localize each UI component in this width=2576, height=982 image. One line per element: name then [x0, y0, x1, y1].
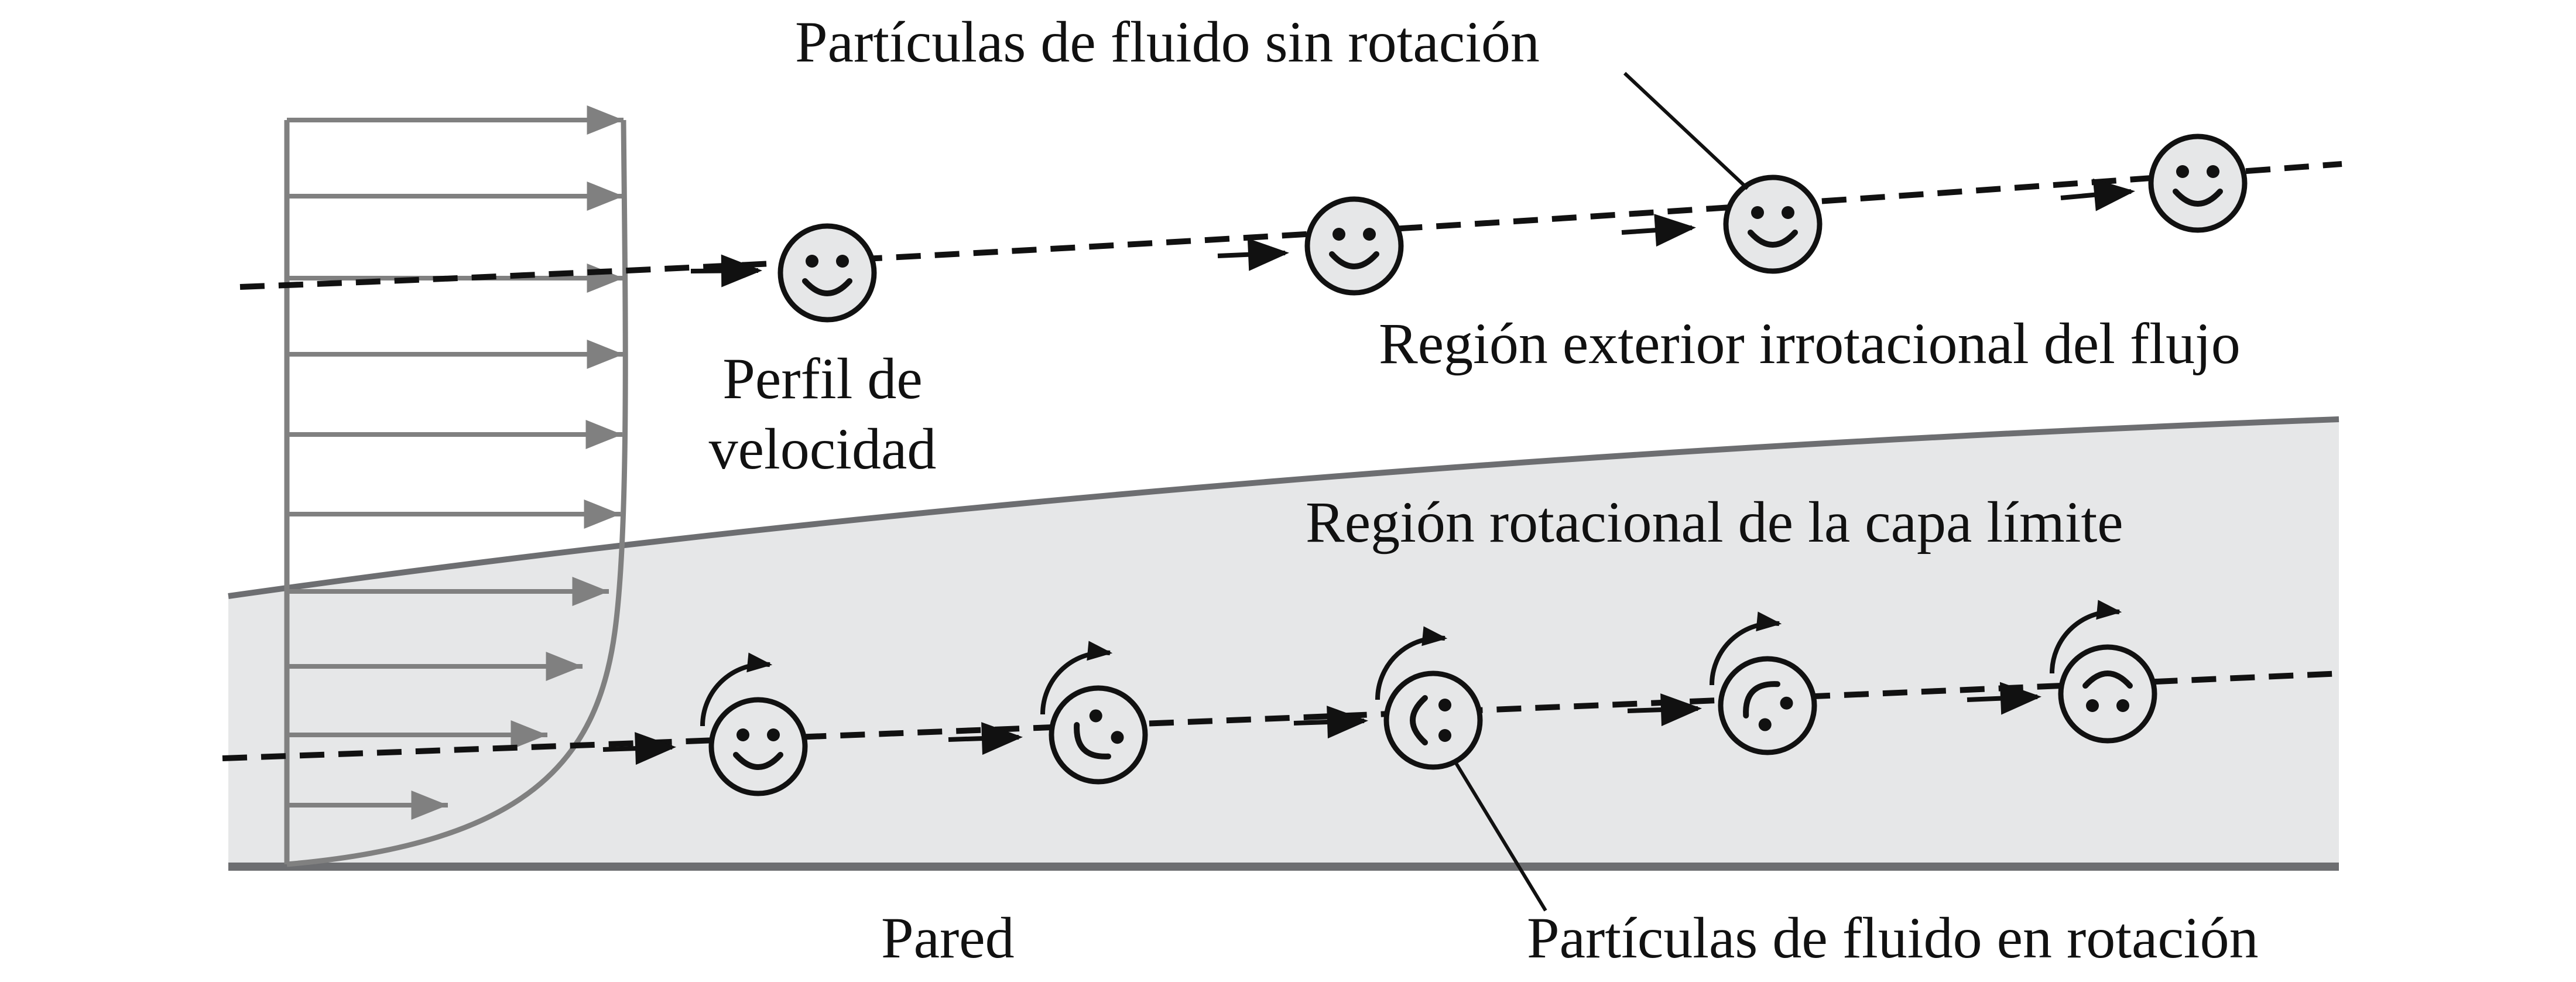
flow-arrow	[1621, 214, 1696, 247]
profile-curve	[286, 119, 628, 867]
upper-flow-arrows	[690, 178, 2135, 288]
rotation-arrow	[1709, 611, 1782, 686]
irrotational-particle	[777, 223, 877, 323]
irrotational-particle	[1304, 196, 1404, 296]
leader-line-rotational	[1453, 760, 1547, 912]
rotation-arrow	[1040, 641, 1113, 715]
velocity-profile	[284, 105, 628, 867]
label-velocity-profile-line1: Perfil de	[722, 346, 923, 411]
flow-arrow	[602, 732, 676, 765]
label-boundary-layer-region: Región rotacional de la capa límite	[1306, 490, 2123, 555]
rotational-particle	[1040, 641, 1148, 785]
profile-arrows	[287, 105, 624, 820]
rotation-arrow	[2049, 600, 2122, 674]
irrotational-particle	[2148, 134, 2248, 233]
flow-arrow	[1967, 682, 2041, 715]
boundary-layer-region	[228, 419, 2339, 867]
flow-arrow	[1293, 706, 1368, 739]
flow-arrow	[2060, 178, 2135, 211]
label-rotational-particles: Partículas de fluido en rotación	[1527, 905, 2259, 970]
irrotational-particle	[1723, 174, 1823, 274]
rotational-particle	[1375, 626, 1483, 770]
flow-arrow	[1217, 238, 1289, 271]
rotational-particle	[2049, 600, 2157, 744]
rotational-particle	[700, 652, 808, 796]
flow-arrow	[948, 722, 1023, 755]
boundary-layer-edge	[228, 416, 2339, 599]
rotational-particle	[1709, 611, 1817, 755]
upper-streamline	[239, 161, 2342, 290]
rotation-arrow	[1375, 626, 1448, 700]
rotation-arrow	[700, 652, 773, 727]
label-velocity-profile-line2: velocidad	[709, 416, 937, 481]
label-irrotational-particles: Partículas de fluido sin rotación	[795, 9, 1540, 74]
leader-line-irrotational	[1623, 71, 1749, 190]
flow-arrow	[1627, 693, 1702, 727]
label-outer-region: Región exterior irrotacional del flujo	[1379, 311, 2241, 376]
lower-flow-arrows	[602, 682, 2041, 765]
label-wall: Pared	[881, 905, 1015, 970]
